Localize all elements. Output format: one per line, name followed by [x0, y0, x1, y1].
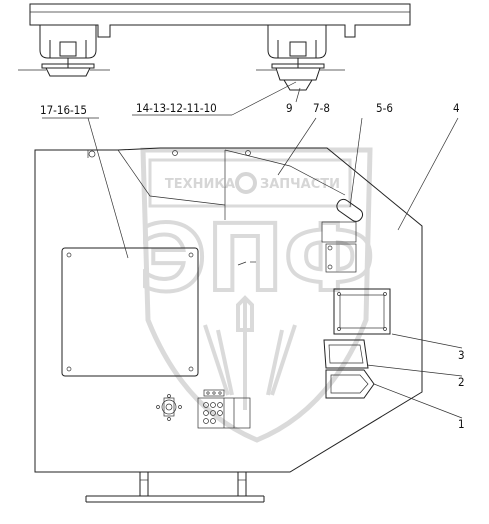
watermark-shield — [140, 147, 373, 443]
gear-icon — [235, 172, 257, 194]
base — [85, 472, 265, 503]
callout-3: 3 — [458, 348, 465, 362]
oval-window — [336, 198, 364, 222]
watermark-badge-left: ТЕХНИКА — [165, 177, 235, 192]
top-assembly — [18, 3, 411, 91]
watermark-badge — [148, 158, 352, 208]
control-block — [156, 389, 251, 429]
watermark-badge-right: ЗАПЧАСТИ — [260, 177, 340, 192]
watermark: ТЕХНИКА ЗАПЧАСТИ ЭПФ — [137, 147, 377, 443]
callout-1: 1 — [458, 417, 465, 431]
callout-14-13-12-11-10: 14-13-12-11-10 — [136, 101, 217, 115]
callout-labels: 17-16-15 14-13-12-11-10 9 7-8 5-6 4 3 2 … — [40, 101, 465, 431]
plate-1 — [325, 369, 375, 399]
watermark-logo: ЭПФ — [139, 205, 375, 312]
callout-9: 9 — [286, 101, 293, 115]
main-panel — [34, 147, 423, 503]
wheat-icon — [203, 295, 297, 410]
callout-2: 2 — [458, 375, 465, 389]
callout-5-6: 5-6 — [376, 101, 393, 115]
plate-3 — [333, 288, 391, 335]
leader-lines — [42, 81, 463, 419]
plate-2 — [323, 339, 369, 369]
callout-7-8: 7-8 — [313, 101, 330, 115]
callout-17-16-15: 17-16-15 — [40, 103, 87, 117]
cover-plate — [61, 247, 199, 377]
callout-4: 4 — [453, 101, 460, 115]
